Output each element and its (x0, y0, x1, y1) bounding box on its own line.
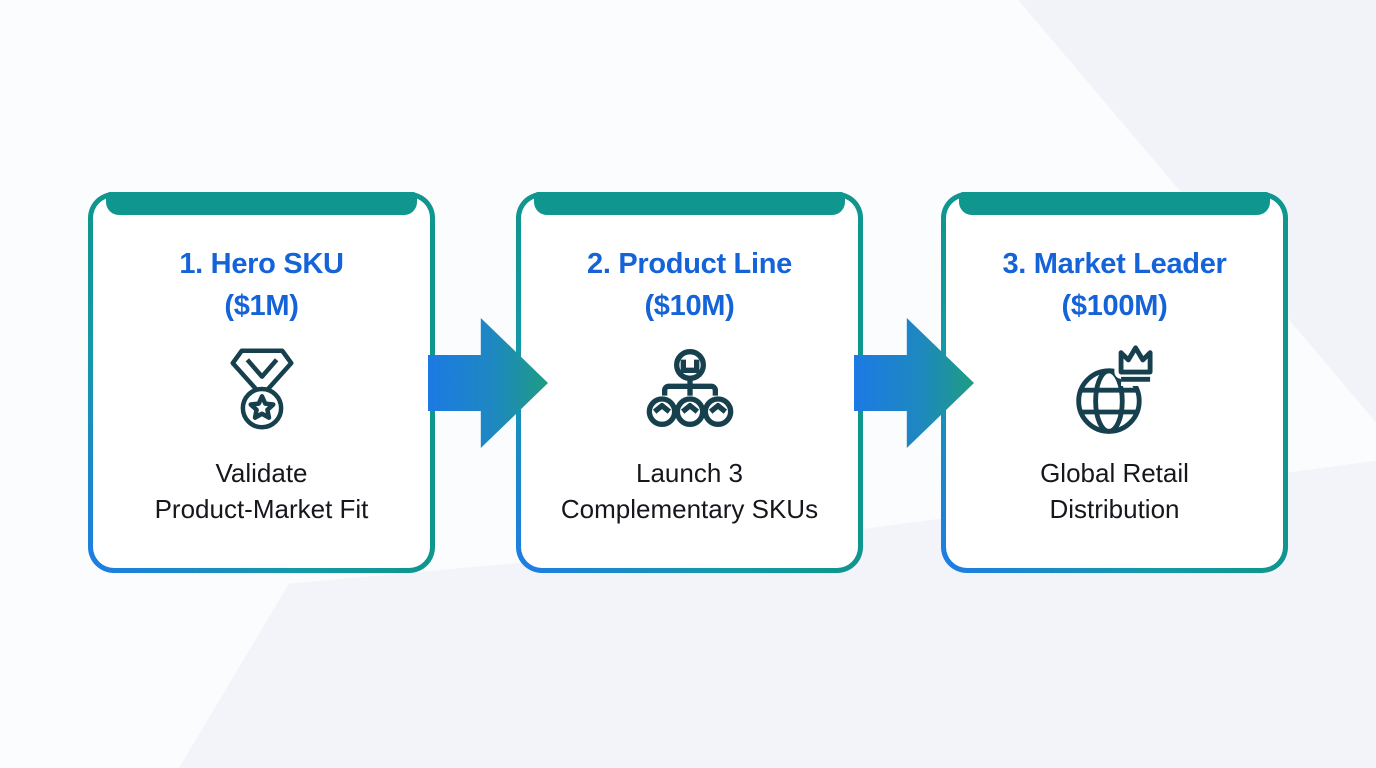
step-desc-line2: Distribution (1049, 494, 1180, 524)
card-top-bar (959, 192, 1270, 215)
step-desc-line1: Global Retail (1040, 458, 1189, 488)
step-desc-line2: Complementary SKUs (560, 494, 819, 524)
step-desc-line1: Validate (215, 458, 308, 488)
step-title-line2: ($1M) (224, 290, 299, 322)
step-card-market-leader: 3. Market Leader ($100M) Global Retail D… (941, 192, 1288, 573)
step-description: Launch 3 Complementary SKUs (561, 455, 818, 527)
step-description: Validate Product-Market Fit (155, 455, 369, 527)
step-card-hero-sku: 1. Hero SKU ($1M) Validate Product-Marke… (88, 192, 435, 573)
product-hierarchy-icon (646, 343, 734, 435)
medal-star-icon (226, 343, 298, 435)
step-desc-line1: Launch 3 (636, 458, 743, 488)
step-title: 3. Market Leader ($100M) (1002, 243, 1226, 327)
step-title-line2: ($10M) (644, 290, 735, 322)
step-title: 1. Hero SKU ($1M) (179, 243, 344, 327)
globe-crown-icon (1075, 343, 1155, 435)
step-title: 2. Product Line ($10M) (587, 243, 792, 327)
step-title-line2: ($100M) (1061, 290, 1168, 322)
step-title-line1: 3. Market Leader (1002, 248, 1227, 280)
step-desc-line2: Product-Market Fit (154, 494, 369, 524)
step-card-product-line: 2. Product Line ($10M) Launch 3 Compleme… (516, 192, 863, 573)
step-title-line1: 2. Product Line (587, 248, 792, 280)
step-description: Global Retail Distribution (1040, 455, 1189, 527)
card-top-bar (106, 192, 417, 215)
card-top-bar (534, 192, 845, 215)
step-title-line1: 1. Hero SKU (179, 248, 344, 280)
